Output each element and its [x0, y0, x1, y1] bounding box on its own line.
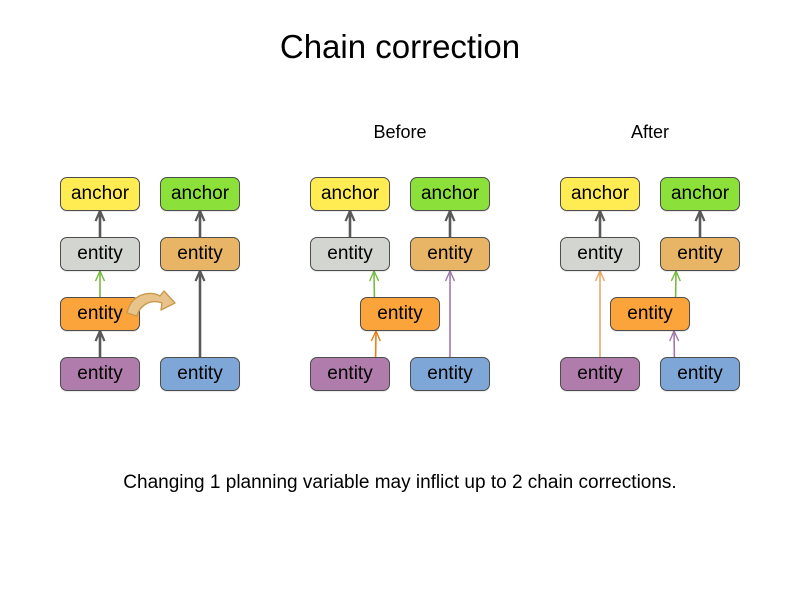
node-anchor-p2-a2[interactable]: anchor [410, 177, 490, 211]
edge-p1-e5-to-p1-e2 [194, 268, 206, 357]
node-anchor-p1-a2[interactable]: anchor [160, 177, 240, 211]
node-entity-p3-e2[interactable]: entity [660, 237, 740, 271]
page-title: Chain correction [279, 28, 521, 65]
edge-p3-e1-to-p3-a1 [594, 208, 606, 237]
node-anchor-p2-a1[interactable]: anchor [310, 177, 390, 211]
edge-p2-e5-to-p2-e2 [444, 269, 456, 357]
node-entity-p2-e3[interactable]: entity [360, 297, 440, 331]
node-anchor-p3-a1[interactable]: anchor [560, 177, 640, 211]
node-entity-p1-e3[interactable]: entity [60, 297, 140, 331]
edge-p2-e4-to-p2-e3 [370, 329, 381, 358]
node-anchor-p1-a1[interactable]: anchor [60, 177, 140, 211]
edge-p1-e1-to-p1-a1 [94, 208, 106, 237]
node-entity-p3-e5[interactable]: entity [660, 357, 740, 391]
panel-label-after: After [630, 122, 669, 142]
edge-p1-e2-to-p1-a2 [194, 208, 206, 237]
edge-p1-e3-to-p1-e1 [94, 269, 106, 297]
node-entity-p2-e5[interactable]: entity [410, 357, 490, 391]
node-entity-p3-e3[interactable]: entity [610, 297, 690, 331]
node-entity-p2-e2[interactable]: entity [410, 237, 490, 271]
edge-p1-e4-to-p1-e3 [94, 328, 106, 357]
node-entity-p3-e4[interactable]: entity [560, 357, 640, 391]
node-entity-p1-e5[interactable]: entity [160, 357, 240, 391]
slide-caption: Changing 1 planning variable may inflict… [123, 472, 677, 493]
node-entity-p2-e4[interactable]: entity [310, 357, 390, 391]
node-entity-p2-e1[interactable]: entity [310, 237, 390, 271]
edge-p3-e2-to-p3-a2 [694, 208, 706, 237]
node-entity-p1-e4[interactable]: entity [60, 357, 140, 391]
edge-p3-e4-to-p3-e1 [594, 269, 606, 357]
edge-p2-e1-to-p2-a1 [344, 208, 356, 237]
edge-p3-e3-to-p3-e2 [670, 269, 681, 298]
edge-p2-e2-to-p2-a2 [444, 208, 456, 237]
edge-p2-e3-to-p2-e1 [369, 269, 380, 298]
node-entity-p1-e2[interactable]: entity [160, 237, 240, 271]
panel-label-before: Before [373, 122, 427, 142]
node-anchor-p3-a2[interactable]: anchor [660, 177, 740, 211]
node-entity-p1-e1[interactable]: entity [60, 237, 140, 271]
node-entity-p3-e1[interactable]: entity [560, 237, 640, 271]
edge-p3-e5-to-p3-e3 [669, 329, 680, 358]
